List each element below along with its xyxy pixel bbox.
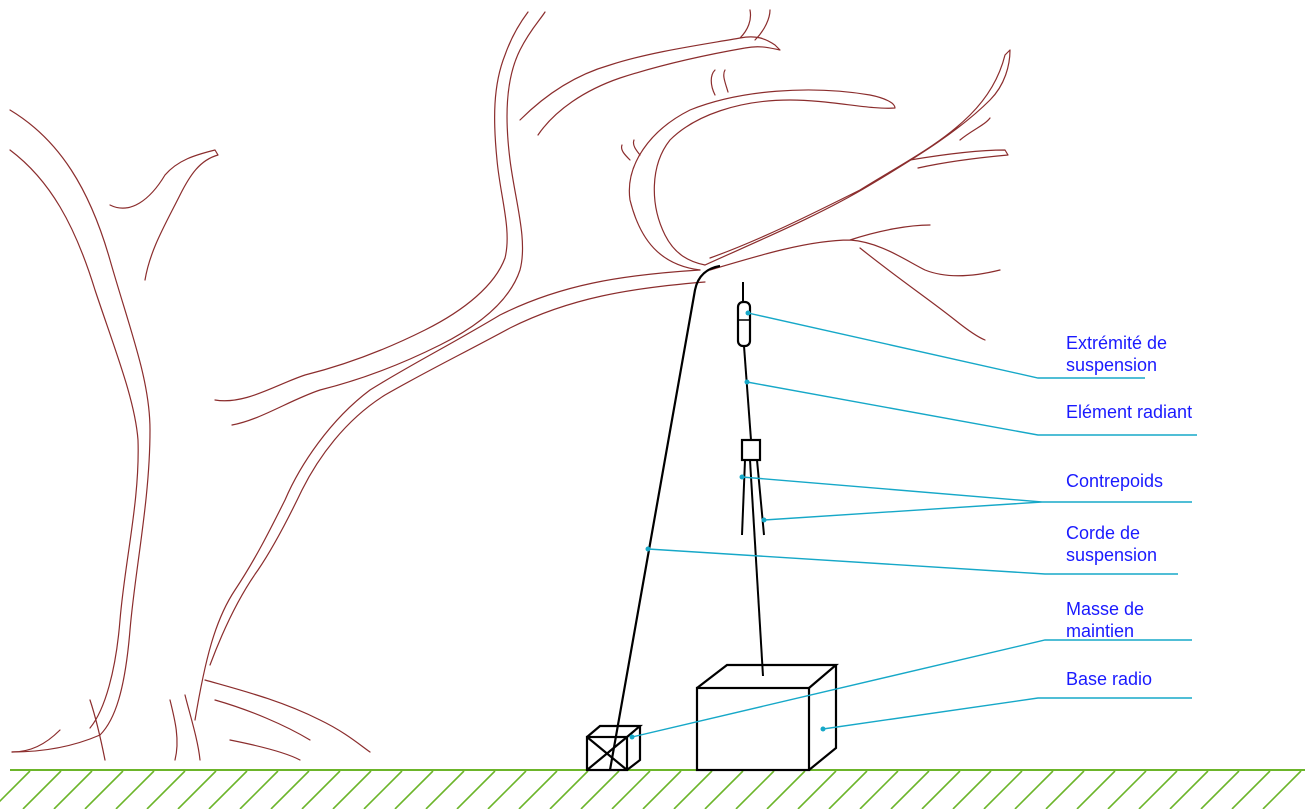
coax-cable	[750, 460, 763, 676]
tree-trunk-left-inner	[10, 150, 138, 728]
ground-hatch-stroke	[147, 771, 185, 809]
label-suspension-rope-line1: Corde de	[1066, 522, 1157, 544]
ground-hatch-stroke	[302, 771, 340, 809]
radiating-element-wire	[744, 346, 751, 440]
suspension-rope	[610, 266, 720, 770]
tree-root-middle	[170, 695, 200, 760]
ground-hatch-stroke	[54, 771, 92, 809]
ground-hatch-stroke	[1015, 771, 1053, 809]
tree-right-branch-lower	[710, 225, 1000, 340]
ground-hatch-stroke	[953, 771, 991, 809]
ground-hatch-stroke	[519, 771, 557, 809]
tree-left-branch	[110, 150, 218, 280]
ground-hatch-stroke	[1232, 771, 1270, 809]
label-counterweights: Contrepoids	[1066, 470, 1163, 492]
ground-hatch-stroke	[209, 771, 247, 809]
ground-hatch-stroke	[860, 771, 898, 809]
suspension-end-insulator	[738, 302, 750, 346]
ground-hatch-stroke	[1201, 771, 1239, 809]
ground-hatch-stroke	[1263, 771, 1301, 809]
ground-hatch-stroke	[23, 771, 61, 809]
ground-hatch-stroke	[550, 771, 588, 809]
ground-hatch-stroke	[643, 771, 681, 809]
label-radio-base: Base radio	[1066, 668, 1152, 690]
ground-hatch-stroke	[829, 771, 867, 809]
label-holding-weight-line1: Masse de	[1066, 598, 1144, 620]
ground-hatch-stroke	[85, 771, 123, 809]
ground-hatch-stroke	[1108, 771, 1146, 809]
tree-top-branch	[520, 37, 780, 135]
tree-loop-twig	[622, 70, 728, 160]
tree-root-left	[12, 700, 300, 760]
ground-hatch-stroke	[1170, 771, 1208, 809]
ground-hatch-stroke	[457, 771, 495, 809]
ground-hatch-stroke	[798, 771, 836, 809]
tree-trunk-left	[10, 110, 150, 752]
ground-hatch-stroke	[240, 771, 278, 809]
ground-hatch-stroke	[488, 771, 526, 809]
ground-hatch-stroke	[736, 771, 774, 809]
label-suspension-end-line1: Extrémité de	[1066, 332, 1167, 354]
label-holding-weight-line2: maintien	[1066, 620, 1144, 642]
ground-hatch-stroke	[364, 771, 402, 809]
holding-weight-box	[587, 726, 640, 770]
ground-hatch-stroke	[1046, 771, 1084, 809]
label-suspension-end: Extrémité de suspension	[1066, 332, 1167, 376]
ground-hatch-stroke	[426, 771, 464, 809]
ground-hatch-stroke	[271, 771, 309, 809]
ground-hatch-stroke	[767, 771, 805, 809]
tree-drawing	[10, 10, 1010, 760]
tree-top-twig	[740, 10, 770, 40]
tree-root-right	[205, 680, 370, 752]
ground-hatch-stroke	[705, 771, 743, 809]
ground-hatch-stroke	[0, 771, 30, 809]
counterweight-left	[742, 460, 745, 535]
ground-hatch-stroke	[674, 771, 712, 809]
label-radiating-element: Elément radiant	[1066, 401, 1192, 423]
ground-hatch-stroke	[116, 771, 154, 809]
label-suspension-rope-line2: suspension	[1066, 544, 1157, 566]
ground-hatch-stroke	[922, 771, 960, 809]
ground-hatch-stroke	[581, 771, 619, 809]
tree-left-limb	[232, 12, 545, 425]
ground-hatching	[0, 771, 1301, 809]
ground-hatch-stroke	[1139, 771, 1177, 809]
counterweight-right	[757, 460, 764, 535]
ground-hatch-stroke	[612, 771, 650, 809]
tree-left-limb-inner	[215, 12, 528, 401]
ground-hatch-stroke	[1077, 771, 1115, 809]
tree-trunk-right	[195, 270, 700, 720]
ground-hatch-stroke	[891, 771, 929, 809]
label-suspension-end-line2: suspension	[1066, 354, 1167, 376]
tree-loop-branch-outer	[629, 90, 895, 270]
label-suspension-rope: Corde de suspension	[1066, 522, 1157, 566]
leader-radio-base	[823, 698, 1192, 729]
ground-hatch-stroke	[178, 771, 216, 809]
ground-hatch-stroke	[395, 771, 433, 809]
ground	[0, 770, 1305, 809]
ground-hatch-stroke	[333, 771, 371, 809]
ground-hatch-stroke	[984, 771, 1022, 809]
label-holding-weight: Masse de maintien	[1066, 598, 1144, 642]
tree-right-branch-upper	[705, 50, 1010, 265]
feed-connector	[742, 440, 760, 460]
